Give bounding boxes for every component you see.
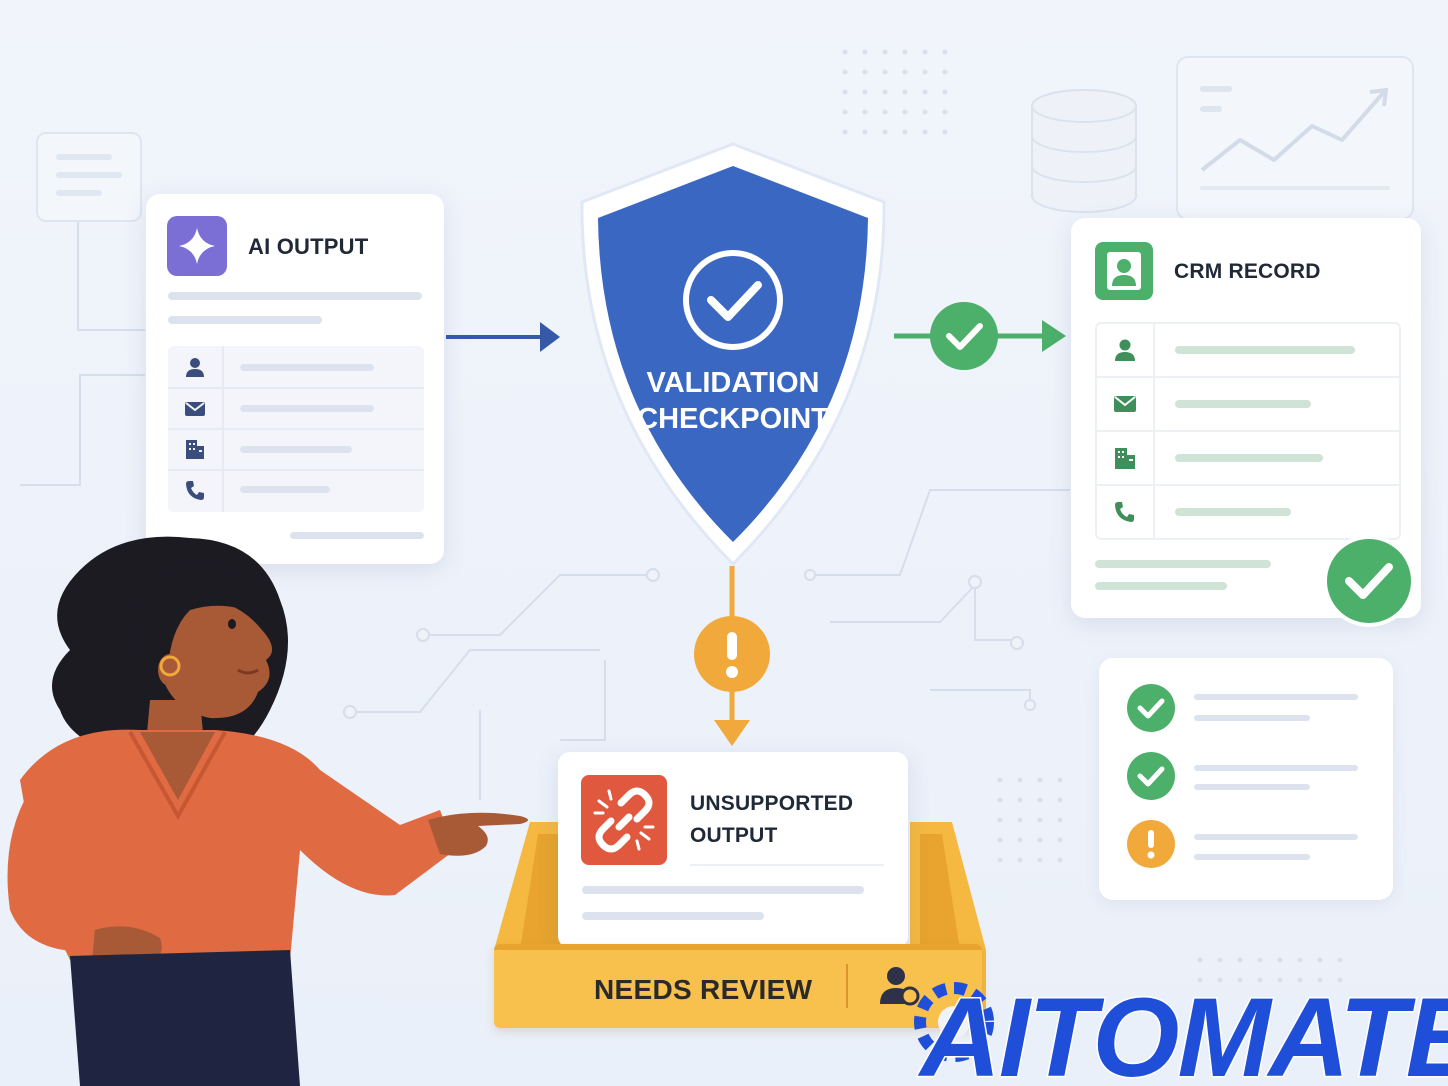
checklist-check-icon — [1127, 752, 1175, 800]
person-icon — [186, 358, 204, 377]
crm-record-title: CRM RECORD — [1174, 260, 1321, 283]
unsupported-output-card: UNSUPPORTED OUTPUT — [558, 752, 908, 948]
crm-record-table — [1095, 322, 1401, 540]
building-icon — [1115, 448, 1135, 469]
mail-icon — [1114, 396, 1136, 412]
validation-checklist-card — [1099, 658, 1393, 900]
ai-output-title: AI OUTPUT — [248, 234, 369, 259]
building-icon — [186, 440, 204, 459]
needs-review-tray-front: NEEDS REVIEW — [494, 944, 982, 1028]
aitomate-logo-text: AITOMATE — [917, 975, 1448, 1086]
arrow-to-crm — [894, 302, 1066, 370]
checklist-warning-icon — [1127, 820, 1175, 868]
contact-icon — [1095, 242, 1153, 300]
crm-verified-check-icon — [1323, 535, 1415, 627]
person-icon — [1115, 339, 1135, 361]
arrow-to-checkpoint — [446, 322, 560, 352]
checkpoint-title-line1: VALIDATION — [647, 367, 820, 399]
mail-icon — [185, 402, 205, 416]
unsupported-title-line1: UNSUPPORTED — [690, 792, 854, 815]
needs-review-label: NEEDS REVIEW — [594, 974, 813, 1005]
unsupported-title-line2: OUTPUT — [690, 824, 778, 847]
background-document — [36, 132, 142, 222]
sparkle-icon — [167, 216, 227, 276]
validation-checkpoint-shield: VALIDATION CHECKPOINT — [580, 142, 886, 567]
ai-output-card: AI OUTPUT — [146, 194, 444, 564]
phone-icon — [186, 481, 204, 500]
aitomate-logo: AITOMATE — [914, 974, 1448, 1086]
arrow-to-review — [694, 566, 770, 746]
background-analytics-panel — [1176, 56, 1414, 220]
trend-chart-icon — [1200, 86, 1390, 190]
phone-icon — [1115, 502, 1134, 522]
reviewer-icon — [880, 967, 920, 1006]
ai-output-table — [168, 346, 424, 512]
check-circle-icon — [683, 250, 783, 350]
database-icon — [1031, 89, 1137, 213]
broken-link-icon — [581, 775, 667, 865]
reviewer-person-illustration — [7, 536, 528, 1086]
checkpoint-title-line2: CHECKPOINT — [637, 403, 829, 435]
checklist-check-icon — [1127, 684, 1175, 732]
success-check-icon — [930, 302, 998, 370]
